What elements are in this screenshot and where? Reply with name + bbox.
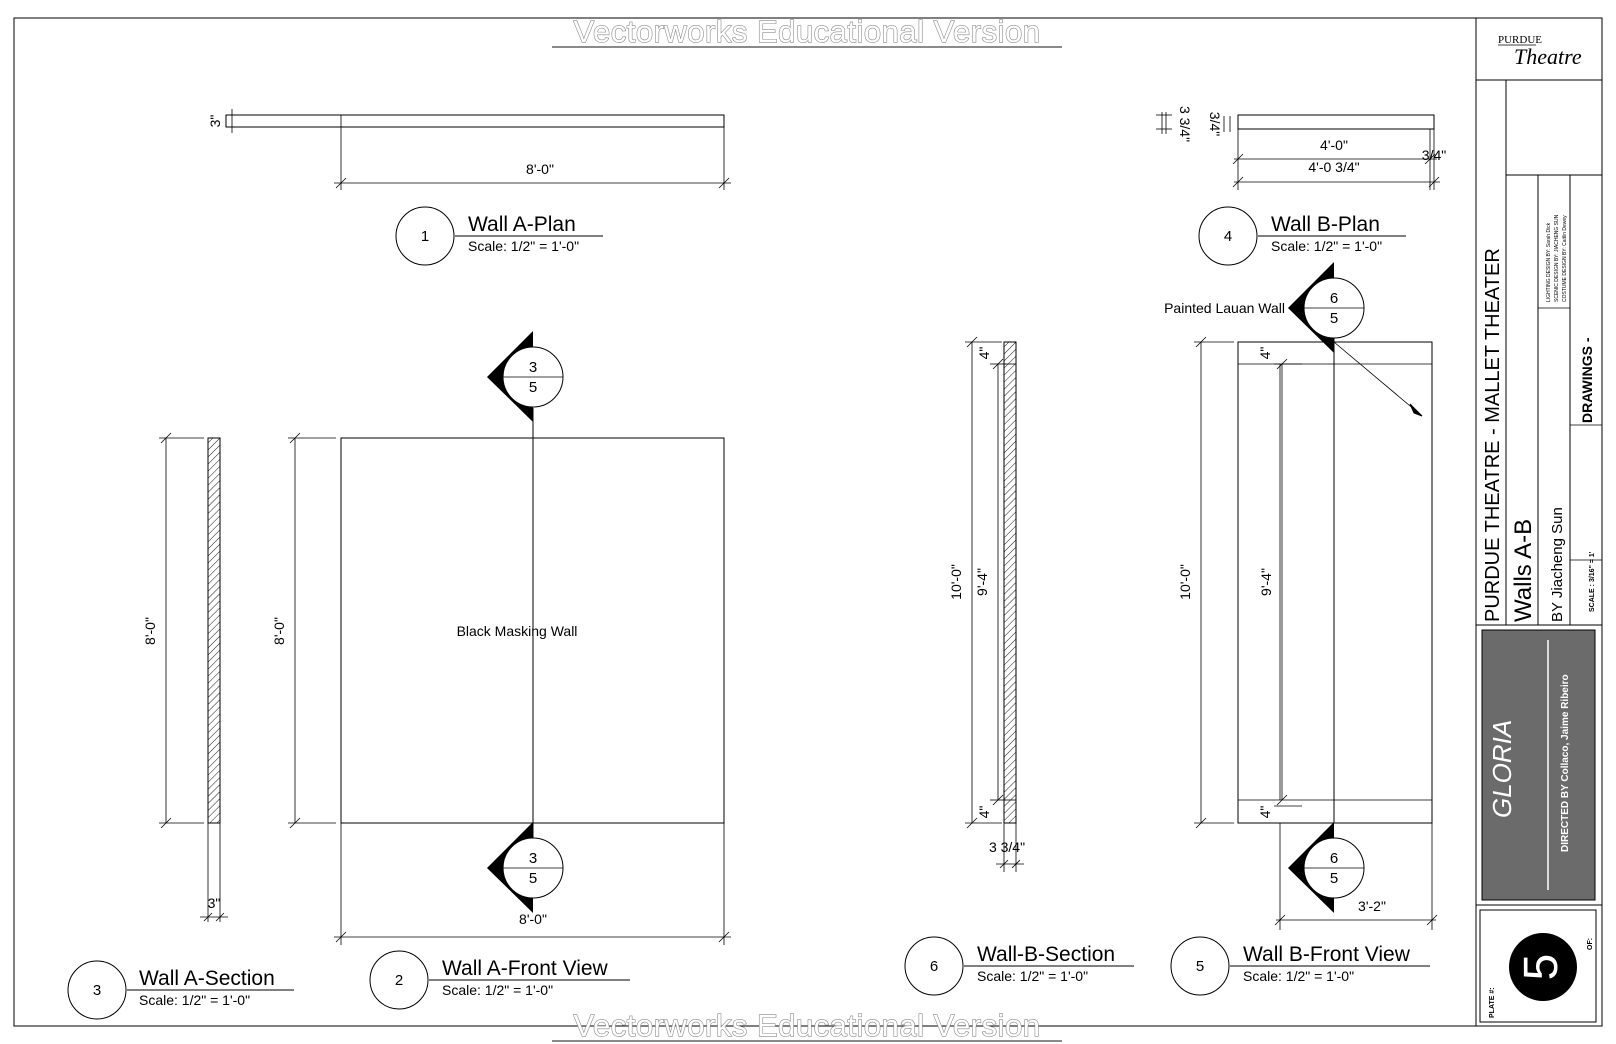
director: DIRECTED BY Collaco, Jaime Ribeiro bbox=[1560, 674, 1571, 852]
view-number: 1 bbox=[421, 228, 429, 245]
plate-number: 5 bbox=[1515, 954, 1568, 981]
watermark-bottom: Vectorworks Educational Version bbox=[552, 1007, 1062, 1044]
wall-a-front: Black Masking Wall 8'-0" 8'-0" bbox=[271, 408, 731, 945]
plate-label: PLATE #: bbox=[1489, 987, 1496, 1018]
view-title: Wall B-Front View bbox=[1243, 943, 1411, 966]
view-title: Wall A-Section bbox=[139, 967, 275, 990]
dim-wall-b-plan-b: 3 3/4" bbox=[1177, 106, 1193, 142]
svg-text:6: 6 bbox=[1330, 290, 1338, 307]
wall-b-section: 10'-0" 9'-4" 4" 4" 3 3/4" bbox=[948, 336, 1025, 872]
venue-name: PURDUE THEATRE - MALLET THEATER bbox=[1482, 248, 1504, 622]
dim-wall-a-section-height: 8'-0" bbox=[142, 617, 158, 645]
svg-text:Vectorworks Educational Versio: Vectorworks Educational Version bbox=[574, 14, 1041, 49]
credit-line: LIGHTING DESIGN BY: Sarah Dick bbox=[1546, 222, 1552, 302]
drawings-label: DRAWINGS - bbox=[1579, 337, 1595, 423]
view-label-6: 6 Wall-B-Section Scale: 1/2" = 1'-0" bbox=[904, 936, 1134, 996]
view-title: Wall A-Front View bbox=[442, 957, 609, 980]
dim-wall-b-section-inner: 9'-4" bbox=[974, 568, 990, 596]
view-scale: Scale: 1/2" = 1'-0" bbox=[977, 968, 1088, 984]
view-title: Wall-B-Section bbox=[977, 943, 1115, 966]
designer: BY Jiacheng Sun bbox=[1549, 507, 1566, 622]
plate-box: PLATE #: 5 OF: bbox=[1479, 909, 1597, 1023]
view-label-4: 4 Wall B-Plan Scale: 1/2" = 1'-0" bbox=[1198, 206, 1406, 266]
view-scale: Scale: 1/2" = 1'-0" bbox=[139, 992, 250, 1008]
view-label-5: 5 Wall B-Front View Scale: 1/2" = 1'-0" bbox=[1170, 936, 1430, 996]
wall-b-front-label: Painted Lauan Wall bbox=[1164, 300, 1285, 316]
dim-wall-a-front-width: 8'-0" bbox=[519, 911, 547, 927]
purdue-theatre-logo: PURDUE Theatre bbox=[1498, 34, 1582, 69]
dim-wall-b-front-bottom: 4" bbox=[1257, 806, 1273, 819]
view-number: 5 bbox=[1196, 958, 1204, 975]
view-number: 3 bbox=[93, 982, 101, 999]
title-block: PURDUE Theatre PURDUE THEATRE - MALLET T… bbox=[1475, 17, 1603, 1027]
svg-text:Vectorworks Educational Versio: Vectorworks Educational Version bbox=[574, 1008, 1041, 1043]
svg-text:Theatre: Theatre bbox=[1514, 44, 1582, 69]
svg-text:5: 5 bbox=[1330, 870, 1338, 887]
svg-text:3: 3 bbox=[529, 850, 537, 867]
wall-a-front-label: Black Masking Wall bbox=[457, 623, 578, 639]
section-marker-6-top: 6 5 bbox=[1288, 262, 1365, 353]
view-scale: Scale: 1/2" = 1'-0" bbox=[468, 238, 579, 254]
section-marker-3-top: 3 5 bbox=[487, 331, 564, 422]
view-label-2: 2 Wall A-Front View Scale: 1/2" = 1'-0" bbox=[369, 950, 630, 1010]
dim-wall-b-section-height: 10'-0" bbox=[948, 564, 964, 600]
dim-wall-b-section-bottom: 4" bbox=[976, 806, 992, 819]
view-scale: Scale: 1/2" = 1'-0" bbox=[442, 982, 553, 998]
dim-wall-b-plan-edge: 3/4" bbox=[1422, 147, 1446, 163]
dim-wall-a-plan-width: 8'-0" bbox=[526, 161, 554, 177]
svg-text:6: 6 bbox=[1330, 850, 1338, 867]
credit-line: COSTUME DESIGN BY: Caitlin Dewey bbox=[1562, 215, 1568, 302]
show-title: GLORIA bbox=[1487, 720, 1517, 818]
wall-b-plan: 4'-0" 4'-0 3/4" 3/4" 3/4" 3 3/4" bbox=[1156, 106, 1446, 190]
dim-wall-b-front-width: 3'-2" bbox=[1358, 898, 1386, 914]
svg-text:5: 5 bbox=[529, 870, 537, 887]
show-panel: GLORIA DIRECTED BY Collaco, Jaime Ribeir… bbox=[1481, 629, 1596, 901]
dim-wall-b-plan-inner: 4'-0" bbox=[1320, 137, 1348, 153]
dim-wall-b-front-top: 4" bbox=[1257, 347, 1273, 360]
view-scale: Scale: 1/2" = 1'-0" bbox=[1243, 968, 1354, 984]
dim-wall-b-plan-outer: 4'-0 3/4" bbox=[1308, 159, 1359, 175]
watermark-top: Vectorworks Educational Version bbox=[552, 13, 1062, 50]
dim-wall-b-section-top: 4" bbox=[976, 347, 992, 360]
wall-b-front: Painted Lauan Wall 10'-0" 9'-4" 4" 4" 3'… bbox=[1164, 300, 1438, 930]
view-number: 6 bbox=[930, 958, 938, 975]
wall-a-section: 8'-0" 3" bbox=[142, 432, 228, 922]
view-number: 2 bbox=[395, 972, 403, 989]
dim-wall-a-section-thickness: 3" bbox=[208, 895, 221, 911]
view-label-3: 3 Wall A-Section Scale: 1/2" = 1'-0" bbox=[67, 960, 294, 1020]
svg-text:3: 3 bbox=[529, 359, 537, 376]
sheet-title: Walls A-B bbox=[1510, 519, 1537, 622]
svg-text:5: 5 bbox=[529, 379, 537, 396]
credit-line: SCENIC DESIGN BY: JIACHENG SUN bbox=[1554, 214, 1560, 302]
dim-wall-a-plan-thickness: 3" bbox=[207, 115, 223, 128]
dim-wall-b-plan-a: 3/4" bbox=[1207, 112, 1223, 136]
wall-a-plan: 8'-0" 3" bbox=[207, 109, 731, 190]
sheet-scale: SCALE : 3/16" = 1' bbox=[1589, 551, 1596, 612]
sheet-border bbox=[13, 17, 1603, 1027]
view-scale: Scale: 1/2" = 1'-0" bbox=[1271, 238, 1382, 254]
dim-wall-b-front-height: 10'-0" bbox=[1177, 564, 1193, 600]
view-title: Wall B-Plan bbox=[1271, 213, 1380, 236]
dim-wall-b-front-inner: 9'-4" bbox=[1258, 568, 1274, 596]
view-number: 4 bbox=[1224, 228, 1232, 245]
section-marker-3-bottom: 3 5 bbox=[487, 822, 564, 913]
section-marker-6-bottom: 6 5 bbox=[1288, 822, 1365, 913]
dim-wall-a-front-height: 8'-0" bbox=[271, 617, 287, 645]
dim-wall-b-section-thickness: 3 3/4" bbox=[989, 839, 1025, 855]
svg-text:PURDUE: PURDUE bbox=[1498, 34, 1542, 46]
view-title: Wall A-Plan bbox=[468, 213, 576, 236]
svg-text:5: 5 bbox=[1330, 310, 1338, 327]
view-label-1: 1 Wall A-Plan Scale: 1/2" = 1'-0" bbox=[395, 206, 603, 266]
of-label: OF: bbox=[1587, 938, 1594, 950]
